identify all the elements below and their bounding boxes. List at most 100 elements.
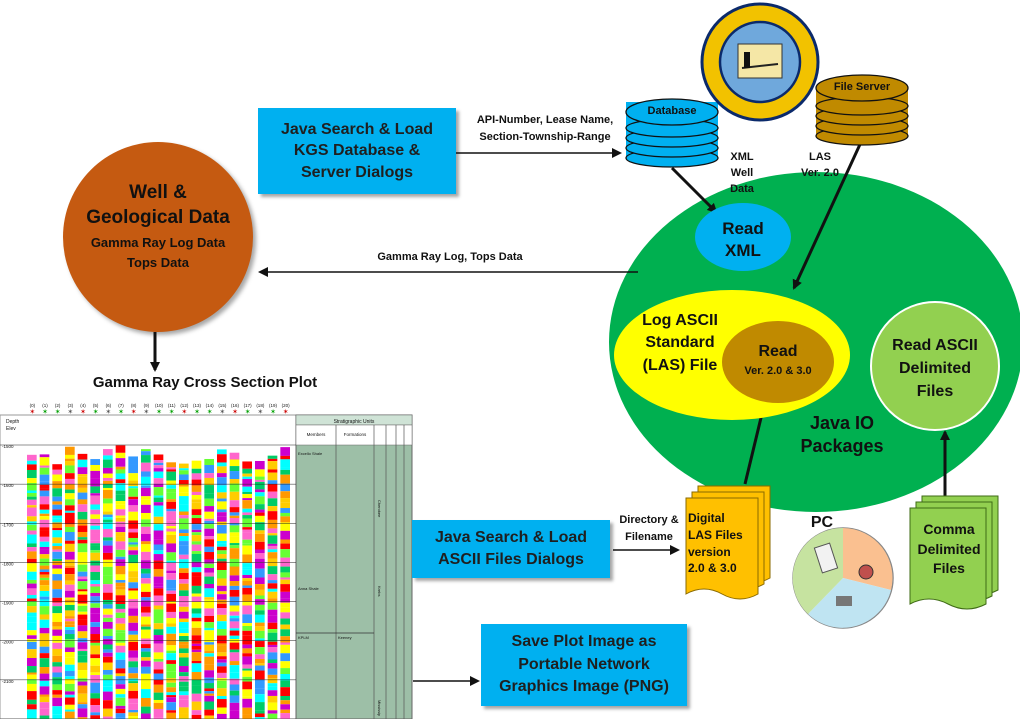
well-symbol-icon: ✶ <box>42 408 48 416</box>
formations-header: Formations <box>344 432 367 437</box>
well-log-track <box>179 463 189 719</box>
depth-label: Depth <box>6 419 20 425</box>
well-number-label: (18) <box>256 403 265 408</box>
read-xml-label: Read XML <box>695 218 791 262</box>
well-symbol-icon: ✶ <box>156 408 162 416</box>
well-number-label: (20) <box>282 403 291 408</box>
well-symbol-icon: ✶ <box>232 408 238 416</box>
well-log-track <box>90 459 100 719</box>
unit-label-6: Mississip <box>377 700 382 717</box>
well-symbol-icon: ✶ <box>118 408 124 416</box>
well-number-label: (6) <box>106 403 112 408</box>
las-files-line3: version <box>688 544 731 559</box>
unit-label-4: KPLM <box>298 635 309 640</box>
las-version-label: LAS Ver. 2.0 <box>792 150 848 182</box>
well-number-label: (17) <box>244 403 253 408</box>
cross-section-plot: Stratigraphic Units Members Formations E… <box>0 403 413 719</box>
kgs-dialog-line2: KGS Database & <box>293 142 421 160</box>
elev-label: Elev <box>6 426 16 432</box>
gamma-arrow-label: Gamma Ray Log, Tops Data <box>377 251 523 263</box>
save-png-box[interactable]: Save Plot Image as Portable Network Grap… <box>481 624 687 706</box>
well-log-track <box>103 449 113 719</box>
well-symbol-icon: ✶ <box>270 408 276 416</box>
well-number-label: (7) <box>118 403 124 408</box>
las-file-label: Log ASCII Standard (LAS) File <box>628 310 732 377</box>
java-io-line2: Packages <box>800 436 884 457</box>
las-files-stack-icon[interactable] <box>685 485 771 600</box>
kgs-dialog-line1: Java Search & Load <box>280 120 434 138</box>
well-symbol-icon: ✶ <box>131 408 137 416</box>
well-log-track <box>115 445 126 719</box>
pc-label: PC <box>810 514 834 531</box>
read-xml-node <box>695 203 791 271</box>
las-files-line1: Digital <box>688 511 725 525</box>
xml-label: XML Well Data <box>718 150 766 198</box>
well-symbol-icon: ✶ <box>207 408 213 416</box>
read-las-node <box>722 321 834 403</box>
well-number-label: (1) <box>42 403 48 408</box>
las-files-line4: 2.0 & 3.0 <box>688 561 737 576</box>
save-box-line2: Portable Network <box>518 655 650 673</box>
arrow-fileserver-to-las <box>792 139 864 290</box>
query-label: API-Number, Lease Name, Section-Township… <box>460 112 630 145</box>
well-data-sub2: Tops Data <box>127 255 189 270</box>
read-xml-line1: Read <box>722 219 764 238</box>
well-log-track <box>280 447 290 719</box>
well-log-track <box>217 449 227 719</box>
save-box-line1: Save Plot Image as <box>511 633 657 651</box>
las-file-line1: Log ASCII <box>642 312 718 329</box>
directory-label: Directory & Filename <box>612 512 686 545</box>
well-data-sub1: Gamma Ray Log Data <box>90 235 226 250</box>
query-label-line2: Section-Township-Range <box>479 130 611 143</box>
las-version-line1: LAS <box>809 151 831 163</box>
well-number-label: (13) <box>193 403 202 408</box>
kgs-seal-logo <box>700 2 820 122</box>
file-server-icon[interactable] <box>815 74 909 146</box>
las-file-line2: Standard <box>645 334 715 352</box>
depth-tick-label: -1500 <box>2 444 14 449</box>
csv-files-stack-icon[interactable] <box>909 495 999 610</box>
well-data-title2: Geological Data <box>86 207 230 228</box>
well-log-track <box>267 455 278 719</box>
well-number-label: (16) <box>231 403 240 408</box>
well-symbol-icon: ✶ <box>55 408 61 416</box>
well-log-track <box>128 456 138 719</box>
unit-label-0: Excello Shale <box>298 451 323 456</box>
well-data-title1: Well & <box>129 182 187 203</box>
well-symbol-icon: ✶ <box>29 408 35 416</box>
well-log-track <box>229 452 240 719</box>
ascii-search-dialog-box[interactable]: Java Search & Load ASCII Files Dialogs <box>412 520 610 578</box>
well-symbol-icon: ✶ <box>80 408 86 416</box>
depth-tick-label: -1800 <box>2 561 14 566</box>
xml-label-line3: Data <box>730 182 754 195</box>
well-number-label: (15) <box>218 403 227 408</box>
well-log-track <box>166 462 176 719</box>
well-log-track <box>255 460 265 719</box>
well-log-track <box>27 454 37 719</box>
read-ascii-line2: Delimited <box>898 360 971 378</box>
well-symbol-icon: ✶ <box>219 408 225 416</box>
java-io-line1: Java IO <box>809 413 875 433</box>
directory-label-line1: Directory & <box>619 514 679 526</box>
well-log-track <box>77 453 88 719</box>
file-server-label: File Server <box>833 81 891 93</box>
well-number-label: (12) <box>180 403 189 408</box>
read-las-label: Read Ver. 2.0 & 3.0 <box>724 342 832 378</box>
well-number-label: (8) <box>131 403 137 408</box>
save-box-line3: Graphics Image (PNG) <box>499 678 669 696</box>
kgs-search-dialog-box[interactable]: Java Search & Load KGS Database & Server… <box>258 108 456 194</box>
xml-label-line2: Well <box>730 166 754 179</box>
well-number-label: (14) <box>206 403 215 408</box>
unit-label-1: Cherokee <box>377 500 382 518</box>
well-number-label: (9) <box>144 403 150 408</box>
depth-tick-label: -1700 <box>2 522 14 527</box>
well-symbol-icon: ✶ <box>105 408 111 416</box>
read-ascii-line3: Files <box>916 383 954 401</box>
strat-header: Stratigraphic Units <box>334 419 375 425</box>
database-icon[interactable] <box>625 98 719 168</box>
plot-title: Gamma Ray Cross Section Plot <box>92 374 318 391</box>
well-number-label: (2) <box>55 403 61 408</box>
xml-label-line1: XML <box>730 151 754 163</box>
las-file-line3: (LAS) File <box>642 356 718 374</box>
well-number-label: (19) <box>269 403 278 408</box>
